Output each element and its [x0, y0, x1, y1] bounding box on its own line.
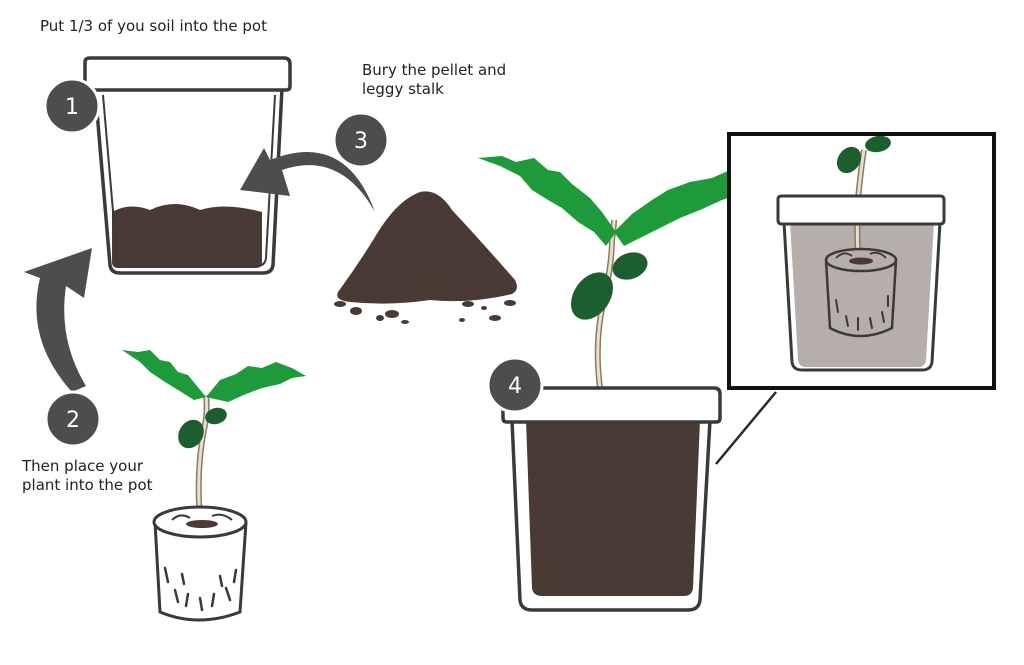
step-1-badge: 1: [43, 77, 101, 135]
step-2-number: 2: [66, 408, 80, 433]
step-3-badge: 3: [332, 111, 390, 169]
step-3-caption-line-1: Bury the pellet and: [362, 61, 507, 79]
step-2-badge: 2: [44, 390, 102, 448]
step-3-number: 3: [354, 129, 368, 154]
seedling-icon: [122, 350, 306, 521]
step-4-number: 4: [508, 374, 522, 399]
soil-pile-icon: [334, 191, 517, 324]
curved-arrow-icon: [240, 148, 375, 212]
step-4-pot-icon: [501, 386, 722, 612]
step-1-caption: Put 1/3 of you soil into the pot: [40, 17, 267, 35]
curved-arrow-icon: [24, 248, 92, 392]
step-3-caption-line-2: leggy stalk: [362, 80, 444, 98]
peat-pellet-icon: [152, 505, 248, 622]
step-1-number: 1: [65, 95, 79, 120]
step-1-pot-icon: [83, 56, 292, 275]
step-2-caption-line-1: Then place your: [22, 457, 144, 475]
step-2-caption-line-2: plant into the pot: [22, 476, 153, 494]
magnifier-inset-icon: [727, 132, 996, 390]
inset-connector-line: [715, 391, 777, 465]
step-2-caption: Then place your plant into the pot: [22, 457, 192, 495]
step-3-caption: Bury the pellet and leggy stalk: [362, 61, 552, 99]
step-4-badge: 4: [486, 356, 544, 414]
